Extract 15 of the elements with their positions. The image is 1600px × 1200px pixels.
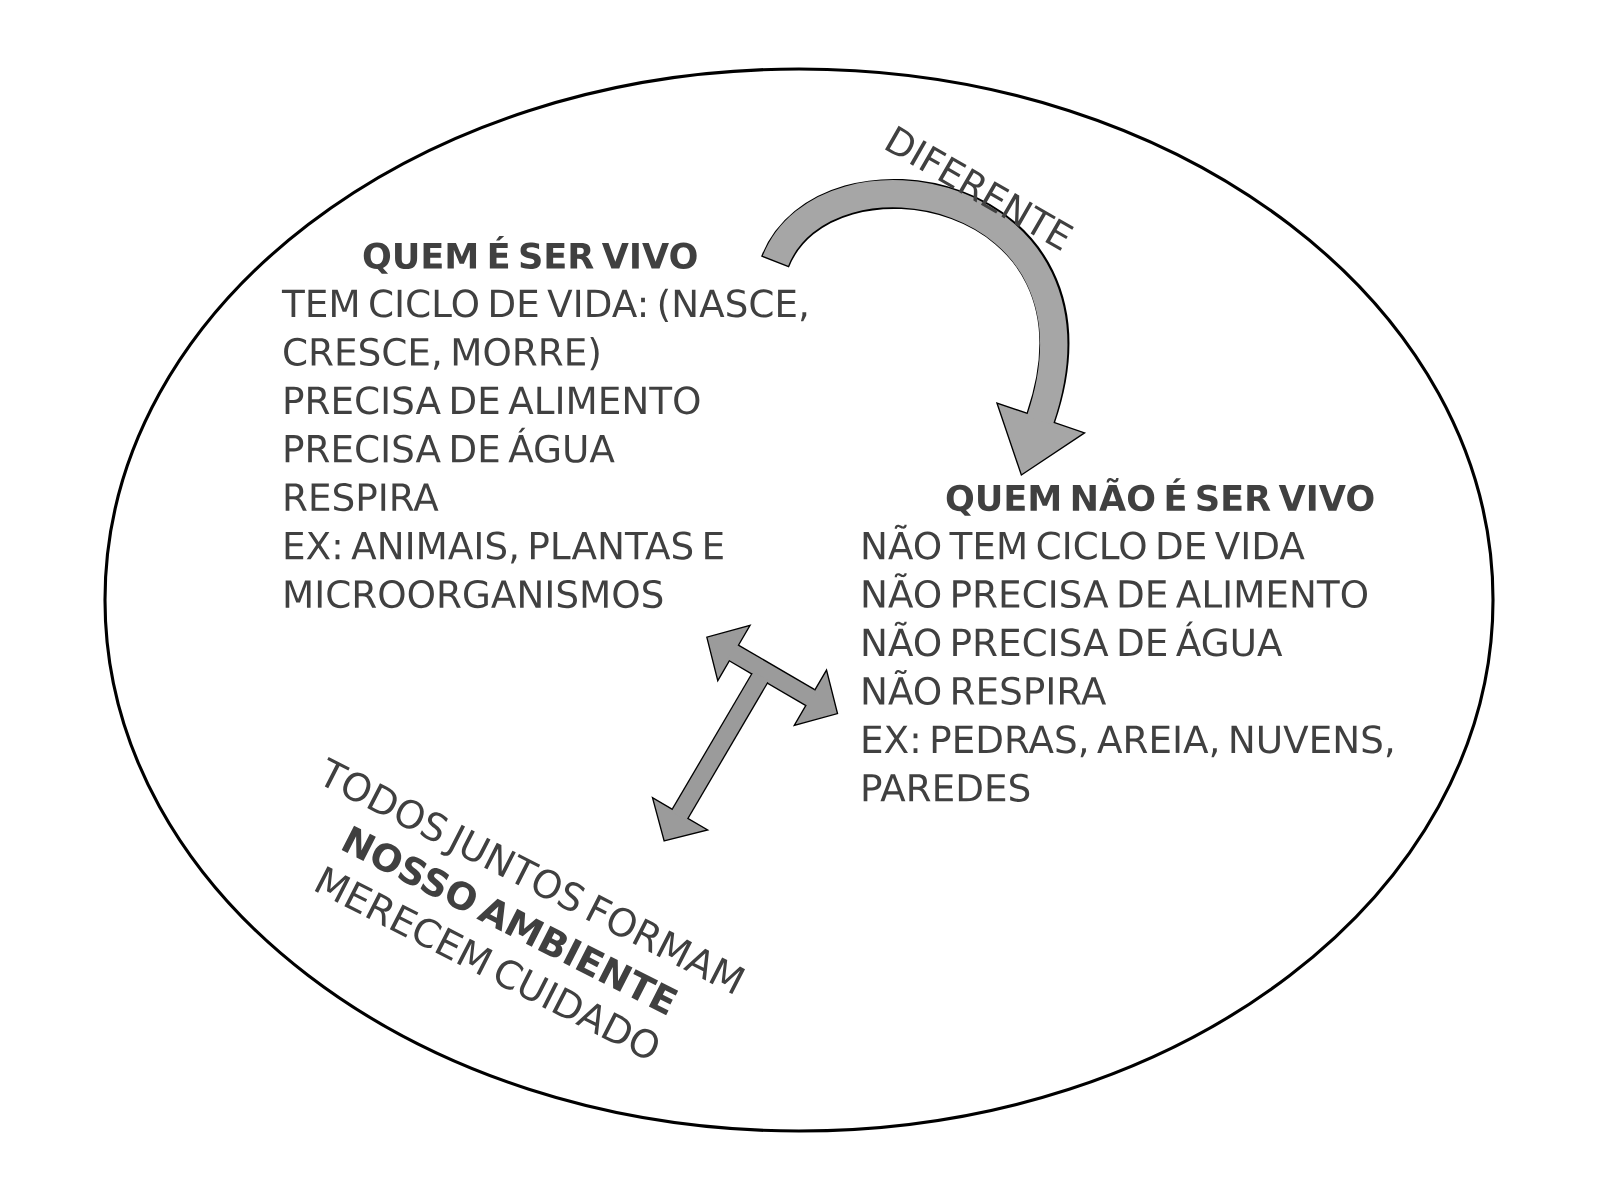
three-way-arrow bbox=[651, 624, 839, 842]
text-line: PRECISA DE ÁGUA bbox=[285, 427, 615, 463]
heading: QUEM É SER VIVO bbox=[363, 236, 697, 274]
text-line: RESPIRA bbox=[285, 483, 439, 512]
heading: QUEM NÃO É SER VIVO bbox=[946, 478, 1374, 516]
text-line: NÃO TEM CICLO DE VIDA bbox=[863, 524, 1305, 560]
text-line: PRECISA DE ALIMENTO bbox=[285, 386, 700, 415]
curved-arrow bbox=[762, 179, 1087, 476]
text-line: EX: ANIMAIS, PLANTAS E MICROORGANISMOS bbox=[285, 531, 723, 609]
text-line: NÃO PRECISA DE ALIMENTO bbox=[863, 573, 1367, 609]
text-line: EX: PEDRAS, AREIA, NUVENS, PAREDES bbox=[863, 725, 1393, 802]
text-line: NÃO PRECISA DE ÁGUA bbox=[863, 621, 1283, 657]
ellipse bbox=[103, 67, 1495, 1133]
text-line: TEM CICLO DE VIDA: (NASCE, CRESCE, MORRE) bbox=[281, 288, 807, 371]
text-line: NÃO RESPIRA bbox=[863, 670, 1107, 705]
